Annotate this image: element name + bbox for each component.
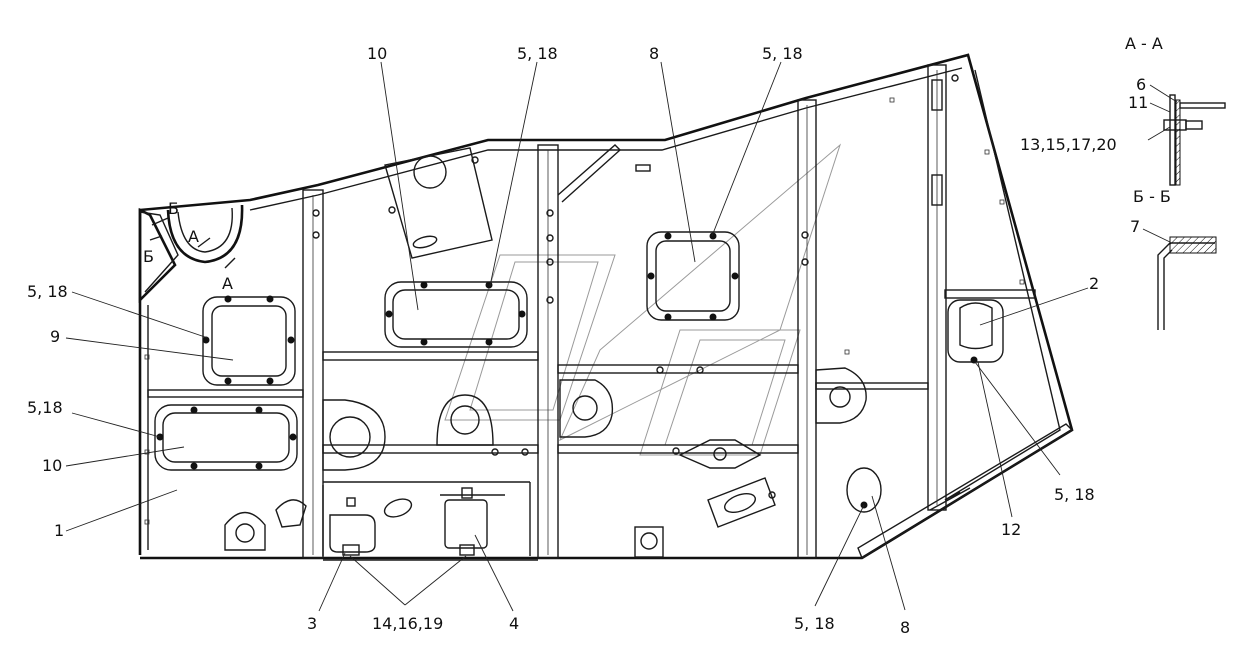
- leader-lines: [65, 61, 1089, 612]
- bracket-center-plate: [678, 439, 762, 469]
- callout-518-top-left: 5, 18: [517, 44, 558, 63]
- callout-1: 1: [54, 521, 64, 540]
- callout-4: 4: [509, 614, 519, 633]
- box-3: [329, 497, 413, 556]
- section-b-detail: Б - Б 7: [1130, 187, 1217, 330]
- callout-518-bottom: 5, 18: [794, 614, 835, 633]
- callout-518-left-upper: 5, 18: [27, 282, 68, 301]
- section-b-title: Б - Б: [1133, 187, 1171, 206]
- bracket-bottom-left: [224, 499, 307, 551]
- cut-marks: [149, 217, 236, 269]
- callout-3: 3: [307, 614, 317, 633]
- hatch-left-upper: [202, 295, 296, 386]
- bracket-mid-center: [436, 394, 494, 446]
- diagonal-brace: [557, 144, 651, 203]
- callout-518-right: 5, 18: [1054, 485, 1095, 504]
- callout-10-top: 10: [367, 44, 387, 63]
- callout-labels: 10 5, 18 8 5, 18 5, 18 9 5,18 10 1 3 14,…: [27, 44, 1099, 637]
- callout-6: 6: [1136, 75, 1146, 94]
- cut-label-b1: Б: [168, 199, 179, 218]
- callout-7: 7: [1130, 217, 1140, 236]
- callout-518-top-right: 5, 18: [762, 44, 803, 63]
- bracket-right: [815, 367, 867, 424]
- bracket-center-bottom: [634, 526, 664, 558]
- cut-label-b2: Б: [143, 247, 154, 266]
- callout-11: 11: [1128, 93, 1148, 112]
- callout-12: 12: [1001, 520, 1021, 539]
- cut-label-a2: А: [222, 274, 233, 293]
- box-4: [440, 487, 505, 556]
- hatch-right-top: [646, 231, 740, 321]
- hatch-right-2: [947, 299, 1004, 364]
- callout-2: 2: [1089, 274, 1099, 293]
- hatch-center-top: [384, 281, 528, 348]
- section-a-detail: А - А 6 11 13,15,17,20: [1020, 34, 1226, 186]
- callout-8-top: 8: [649, 44, 659, 63]
- bracket-mid-left: [322, 399, 386, 471]
- callout-10-left: 10: [42, 456, 62, 475]
- callout-141619: 14,16,19: [372, 614, 443, 633]
- frame-horizontals: [147, 289, 1036, 561]
- callout-8-bottom: 8: [900, 618, 910, 637]
- callout-13151720: 13,15,17,20: [1020, 135, 1117, 154]
- cut-label-a1: А: [188, 227, 199, 246]
- watermark-logo: [444, 143, 842, 456]
- angled-plate: [384, 147, 493, 259]
- section-a-title: А - А: [1125, 34, 1163, 53]
- bracket-center-right: [559, 379, 614, 438]
- hatch-left-lower: [154, 404, 298, 471]
- fastener-dots: [144, 74, 1025, 525]
- callout-518-left-lower: 5,18: [27, 398, 63, 417]
- small-plate-bottom: [707, 477, 776, 528]
- callout-9: 9: [50, 327, 60, 346]
